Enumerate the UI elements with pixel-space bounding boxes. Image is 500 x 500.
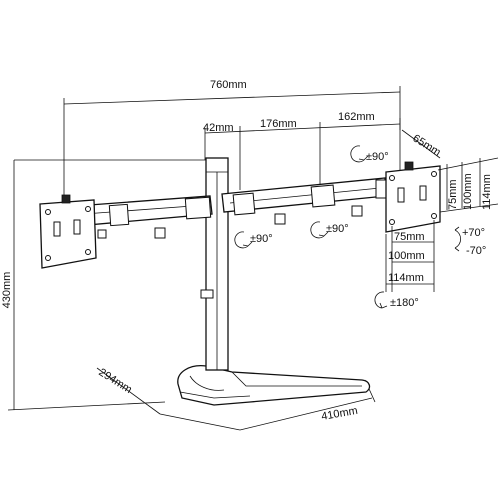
stand-base (177, 365, 371, 406)
vesa-plate-left (39, 194, 97, 269)
stand-pole (200, 157, 229, 371)
label-overall-width: 760mm (210, 79, 247, 91)
rotation-swivel-arm-right: ±90° (310, 221, 349, 239)
label-base-depth: 294mm (96, 366, 133, 396)
dim-vesa-horizontal: 75mm 100mm 114mm (385, 220, 435, 292)
label-vesa-v75: 75mm (447, 179, 459, 210)
label-swivel-arm-left: ±90° (250, 233, 273, 245)
label-arm-outer: 162mm (338, 111, 375, 123)
label-height: 430mm (1, 272, 13, 309)
dim-overall-width: 760mm (63, 79, 401, 205)
label-vesa-h100: 100mm (388, 250, 425, 262)
vesa-plate-right (385, 161, 441, 233)
label-vesa-v100: 100mm (462, 173, 474, 210)
arm-left (75, 195, 213, 239)
arm-right (221, 177, 389, 225)
dim-height: 430mm (1, 159, 210, 411)
label-vesa-v114: 114mm (481, 174, 493, 210)
label-tilt-down: -70° (466, 245, 486, 257)
label-vesa-h75: 75mm (394, 231, 425, 243)
label-arm-inner: 176mm (260, 118, 297, 130)
label-swivel-arm-right: ±90° (326, 223, 349, 235)
label-vesa-h114: 114mm (388, 272, 424, 284)
label-swivel-head: ±90° (366, 151, 389, 163)
label-base-width: 410mm (320, 405, 358, 423)
label-tilt-up: +70° (462, 227, 485, 239)
rotation-swivel-arm-left: ±90° (234, 231, 273, 249)
rotation-tilt: +70° -70° (454, 226, 486, 257)
label-rotate: ±180° (390, 297, 419, 309)
dim-vesa-vertical: 75mm 100mm 114mm (437, 157, 499, 213)
rotation-swivel-head: ±90° (350, 145, 389, 163)
rotation-rotate: ±180° (374, 291, 419, 309)
label-head-extension: 65mm (410, 132, 442, 158)
label-pole-offset: 42mm (203, 122, 234, 134)
